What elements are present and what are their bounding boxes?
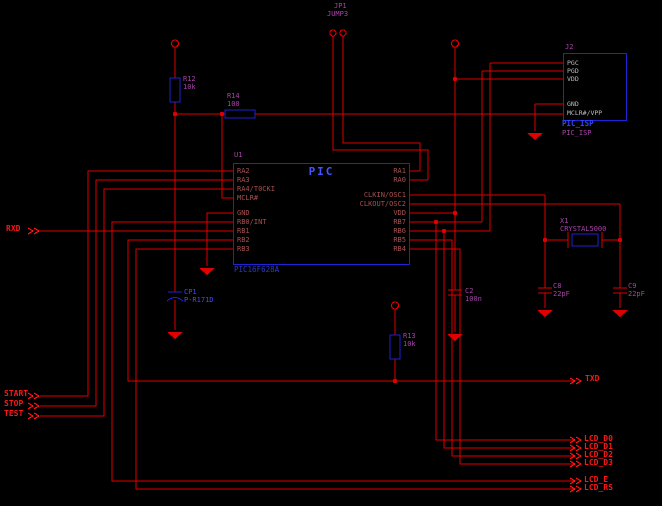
port-arrow-lcd-e[interactable]: [569, 477, 583, 485]
isp-part-label: PIC_ISP: [562, 129, 592, 137]
pin-isp-gnd: GND: [567, 100, 579, 108]
port-label-lcd-d3[interactable]: LCD_D3: [584, 458, 613, 467]
wire-jumper-net: [332, 36, 429, 181]
x1-value: CRYSTAL5000: [560, 225, 607, 233]
wire-isp-net: [455, 62, 563, 231]
junction-dots: [172, 76, 623, 384]
port-label-lcd-d1[interactable]: LCD_D1: [584, 442, 613, 451]
c2-ref: C2: [465, 287, 474, 295]
pic-mcu-symbol[interactable]: PIC RA2 RA3 RA4/T0CKI MCLR# GND RB0/INT …: [233, 163, 410, 265]
wire-vdd-net: [410, 47, 456, 332]
r12-value: 10k: [183, 83, 196, 91]
pic-part-number: PIC16F628A: [234, 265, 280, 274]
port-label-stop[interactable]: STOP: [4, 399, 24, 408]
pin-rb5: RB5: [393, 236, 406, 244]
ground-icon: [527, 133, 543, 140]
wire-right-nets: [410, 221, 575, 465]
pin-ra2: RA2: [237, 167, 250, 175]
wire-mclr-net: [174, 47, 563, 330]
port-arrow-lcd-rs[interactable]: [569, 485, 583, 493]
port-label-lcd-d0[interactable]: LCD_D0: [584, 434, 613, 443]
x1-ref: X1: [560, 217, 569, 225]
isp-header-symbol[interactable]: PGC PGD VDD GND MCLR#/VPP: [563, 53, 627, 121]
vdd-terminal-icon: [450, 39, 460, 48]
port-arrow-rxd[interactable]: [27, 227, 41, 235]
r14-ref: R14: [227, 92, 240, 100]
pin-rb3: RB3: [237, 245, 250, 253]
c8-value: 22pF: [553, 290, 570, 298]
port-label-test[interactable]: TEST: [4, 409, 24, 418]
port-arrow-txd[interactable]: [569, 377, 583, 385]
pin-rb4: RB4: [393, 245, 406, 253]
pin-gnd: GND: [237, 209, 250, 217]
ground-icon: [199, 268, 215, 275]
cp1-ref: CP1: [184, 288, 197, 296]
port-label-start[interactable]: START: [4, 389, 29, 398]
pic-ref: U1: [234, 151, 243, 159]
port-arrow-stop[interactable]: [27, 402, 41, 410]
c2-value: 100n: [465, 295, 482, 303]
c9-value: 22pF: [628, 290, 645, 298]
port-arrow-lcd-d0[interactable]: [569, 436, 583, 444]
wire-left-nets: [40, 170, 575, 490]
pin-isp-vdd: VDD: [567, 75, 579, 83]
c8-ref: C8: [553, 282, 562, 290]
port-arrow-test[interactable]: [27, 412, 41, 420]
isp-net-label: PIC_ISP: [562, 119, 594, 128]
port-label-txd[interactable]: TXD: [585, 374, 600, 383]
pin-rb1: RB1: [237, 227, 250, 235]
port-label-lcd-rs[interactable]: LCD_RS: [584, 483, 613, 492]
resistor-r14-body[interactable]: [224, 109, 256, 119]
ground-icon: [447, 334, 463, 341]
port-arrow-start[interactable]: [27, 392, 41, 400]
r14-value: 100: [227, 100, 240, 108]
isp-ref: J2: [565, 43, 574, 51]
port-arrow-lcd-d3[interactable]: [569, 460, 583, 468]
pin-vdd: VDD: [393, 209, 406, 217]
pin-ra1: RA1: [393, 167, 406, 175]
wire-osc-net: [410, 194, 627, 308]
pin-rb6: RB6: [393, 227, 406, 235]
pin-rb2: RB2: [237, 236, 250, 244]
port-arrow-lcd-d2[interactable]: [569, 452, 583, 460]
r12-ref: R12: [183, 75, 196, 83]
pin-clkout-osc2: CLKOUT/OSC2: [359, 200, 406, 208]
pin-ra3: RA3: [237, 176, 250, 184]
pin-mclr: MCLR#: [237, 194, 259, 202]
resistor-r12-body[interactable]: [169, 77, 181, 103]
pin-pgc: PGC: [567, 59, 579, 67]
capacitor-cp1-body[interactable]: [166, 291, 184, 302]
jumper-pin-icon[interactable]: [329, 29, 337, 37]
pin-ra4-t0cki: RA4/T0CKI: [237, 185, 275, 193]
ground-icon: [537, 310, 553, 317]
port-arrow-lcd-d1[interactable]: [569, 444, 583, 452]
vdd-terminal-icon: [390, 301, 400, 310]
pin-rb7: RB7: [393, 218, 406, 226]
c9-ref: C9: [628, 282, 637, 290]
jumper-part: JUMP3: [327, 10, 349, 18]
pin-rb0-int: RB0/INT: [237, 218, 267, 226]
jumper-pin-icon[interactable]: [339, 29, 347, 37]
pin-pgd: PGD: [567, 67, 579, 75]
port-label-lcd-d2[interactable]: LCD_D2: [584, 450, 613, 459]
pin-clkin-osc1: CLKIN/OSC1: [363, 191, 406, 199]
pin-ra0: RA0: [393, 176, 406, 184]
crystal-x1-body[interactable]: [571, 233, 599, 247]
jumper-ref: JP1: [334, 2, 347, 10]
pin-mclr-vpp: MCLR#/VPP: [567, 109, 603, 117]
resistor-r13-body[interactable]: [389, 334, 401, 360]
cp1-value: P-R171D: [184, 296, 214, 304]
r13-ref: R13: [403, 332, 416, 340]
port-label-lcd-e[interactable]: LCD_E: [584, 475, 609, 484]
ground-icon: [167, 332, 183, 339]
vdd-terminal-icon: [170, 39, 180, 48]
ground-icon: [612, 310, 628, 317]
r13-value: 10k: [403, 340, 416, 348]
port-label-rxd[interactable]: RXD: [6, 224, 21, 233]
pic-title: PIC: [308, 165, 335, 178]
